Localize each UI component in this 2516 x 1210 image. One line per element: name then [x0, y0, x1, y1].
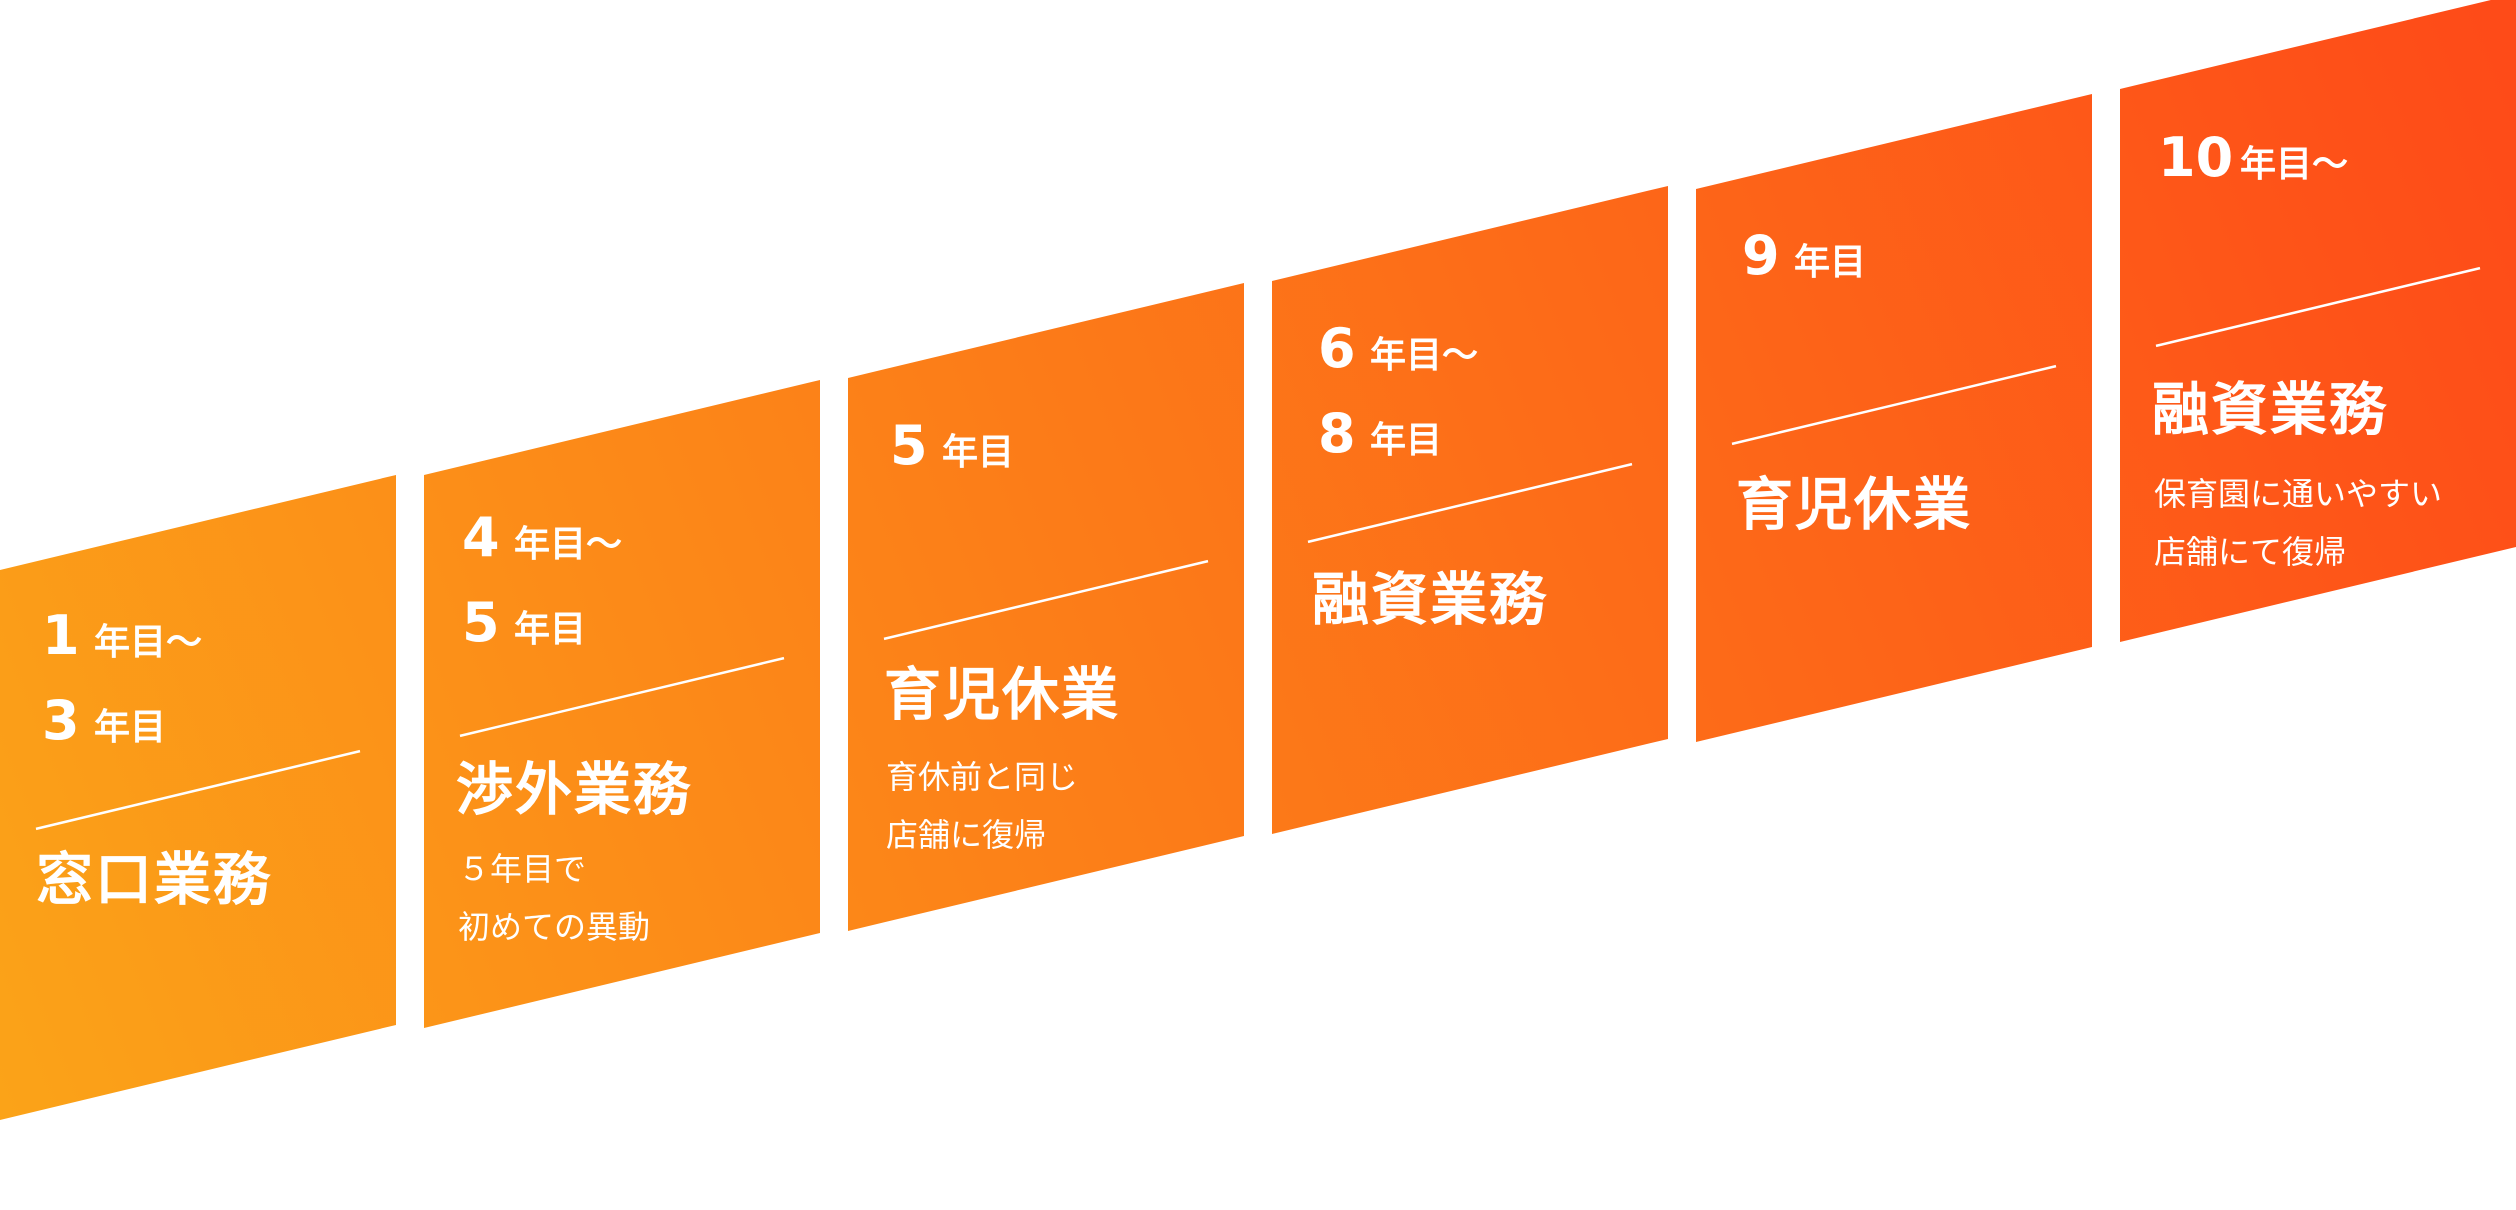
period-unit: 年目〜	[514, 524, 623, 565]
period-line: 3 年目	[42, 685, 202, 770]
step-title: 育児休業	[1736, 472, 1972, 538]
step-title: 融資業務	[1312, 567, 1548, 633]
step-note-line: 店舗に復帰	[886, 816, 1047, 854]
step-panel-2	[424, 379, 820, 1029]
period-line: 6 年目〜	[1318, 313, 1478, 398]
step-note-line: 店舗にて復帰	[2154, 533, 2347, 571]
step-note: ５年目で初めての異動	[458, 840, 650, 956]
step-divider-3	[883, 559, 1209, 641]
period-line: 4 年目〜	[462, 502, 622, 587]
step-panel-3	[848, 282, 1244, 932]
step-period: 1 年目〜 3 年目	[42, 600, 202, 770]
step-divider-4	[1307, 462, 1633, 544]
step-divider-6	[2155, 266, 2481, 348]
step-panel-6	[2120, 0, 2516, 642]
step-title: 窓口業務	[36, 847, 272, 913]
period-number: 3	[42, 689, 80, 752]
step-period: 4 年目〜 5 年目	[462, 502, 622, 672]
period-unit: 年目	[1370, 420, 1443, 461]
step-title: 育児休業	[884, 662, 1120, 728]
period-line: 1 年目〜	[42, 600, 202, 685]
period-number: 8	[1318, 402, 1356, 465]
step-note-line: 初めての異動	[458, 908, 651, 946]
step-panel-1	[0, 474, 396, 1121]
period-number: 9	[1742, 224, 1780, 287]
period-unit: 年目	[514, 609, 587, 650]
period-unit: 年目	[1794, 242, 1867, 283]
step-panel-5	[1696, 93, 2092, 742]
period-line: 8 年目	[1318, 398, 1478, 483]
period-unit: 年目	[942, 432, 1015, 473]
period-number: 6	[1318, 317, 1356, 380]
step-note-line: ５年目で	[458, 850, 587, 888]
period-unit: 年目〜	[2240, 144, 2349, 185]
period-line: 5 年目	[462, 587, 622, 672]
period-unit: 年目	[94, 707, 167, 748]
period-number: 10	[2158, 126, 2234, 189]
step-period: 6 年目〜 8 年目	[1318, 313, 1478, 483]
period-unit: 年目〜	[94, 622, 203, 663]
step-title: 融資業務	[2152, 377, 2388, 443]
step-period: 9 年目	[1742, 220, 1866, 305]
step-title: 渉外業務	[456, 757, 692, 823]
step-note: 育休前と同じ店舗に復帰	[886, 748, 1078, 864]
step-panel-4	[1272, 185, 1668, 834]
period-number: 5	[462, 591, 500, 654]
step-note: 保育園に通いやすい店舗にて復帰	[2154, 465, 2442, 581]
period-line: 5 年目	[890, 410, 1014, 495]
period-number: 1	[42, 604, 80, 667]
step-divider-2	[459, 656, 785, 738]
period-number: 4	[462, 506, 500, 569]
step-divider-5	[1731, 364, 2057, 446]
step-note-line: 保育園に通いやすい	[2154, 475, 2443, 513]
step-period: 5 年目	[890, 410, 1014, 495]
period-number: 5	[890, 414, 928, 477]
step-note-line: 育休前と同じ	[886, 758, 1079, 796]
period-line: 9 年目	[1742, 220, 1866, 305]
period-unit: 年目〜	[1370, 335, 1479, 376]
step-divider-1	[35, 749, 361, 831]
